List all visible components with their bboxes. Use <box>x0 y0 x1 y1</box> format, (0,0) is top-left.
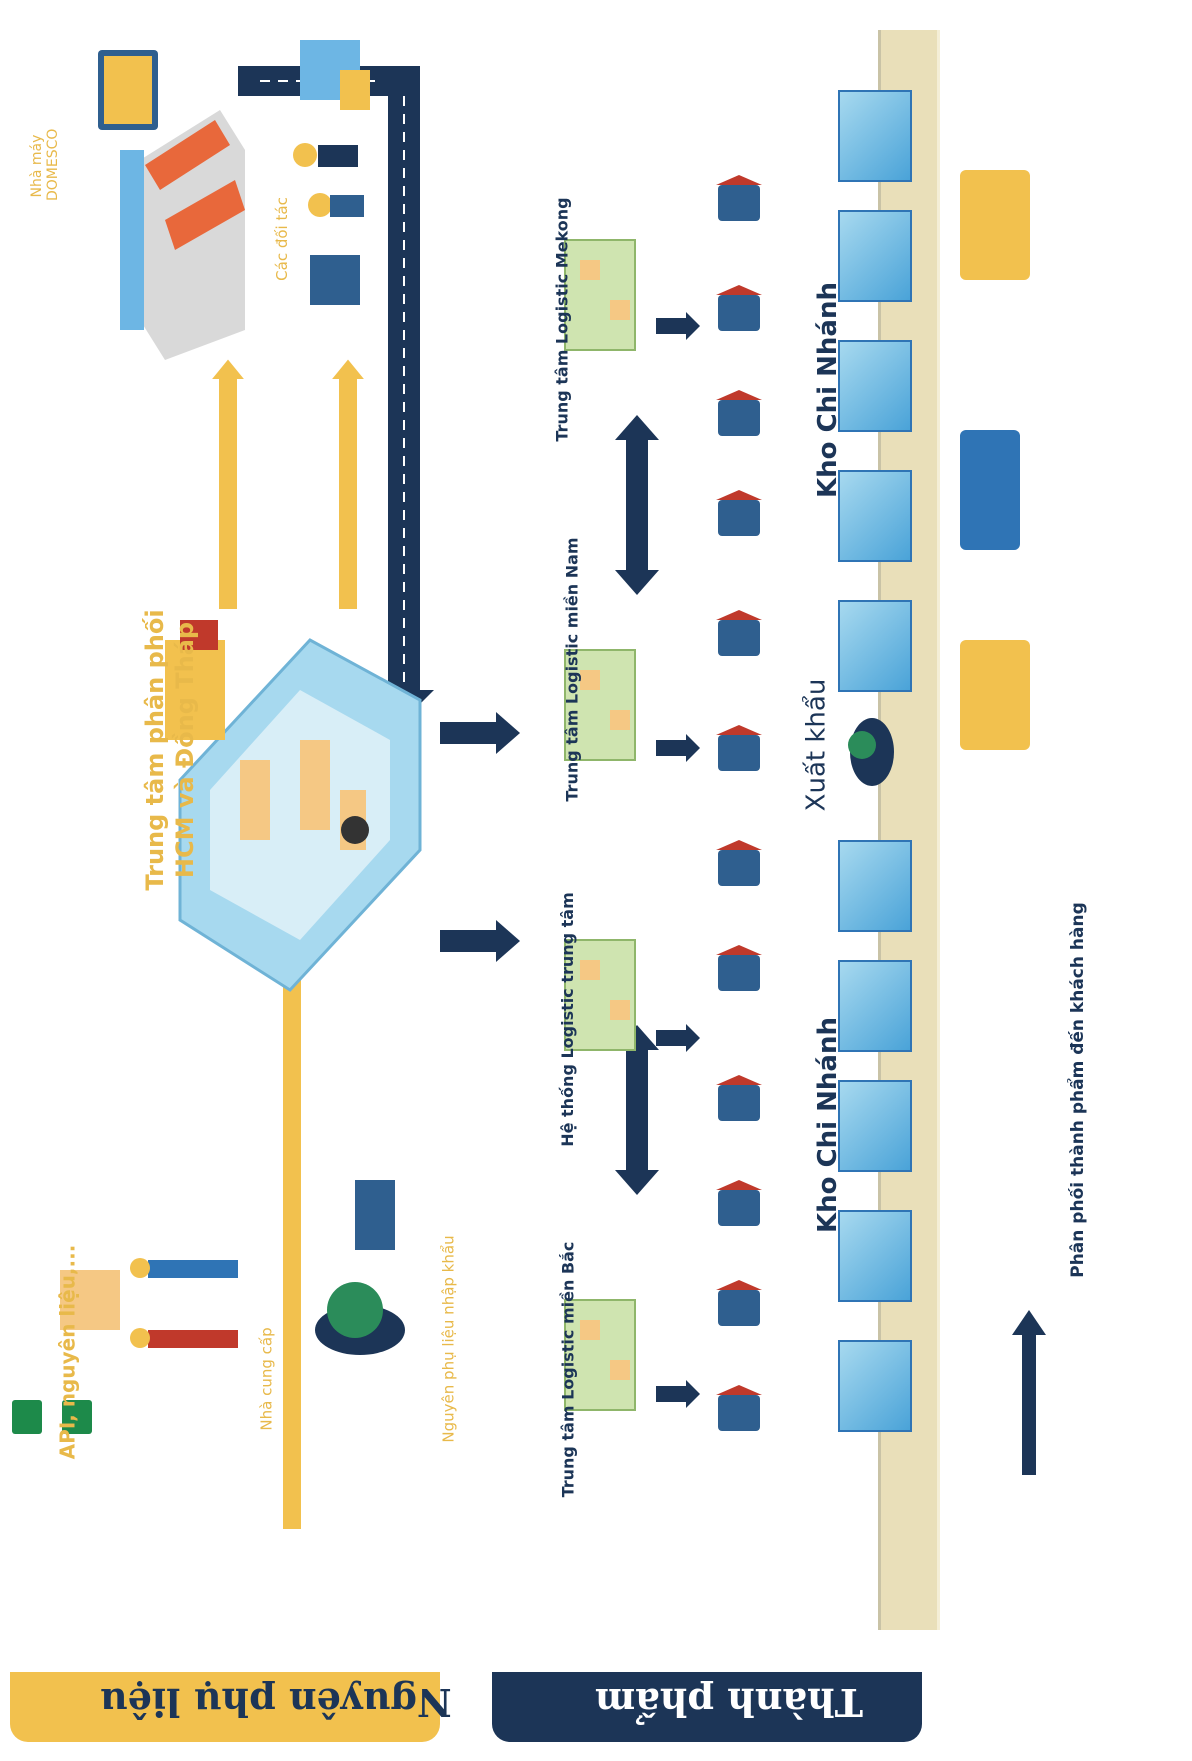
navy-arrow-right-1 <box>440 712 520 754</box>
store-icon <box>838 840 912 932</box>
navy-arrow-double-1 <box>615 1025 659 1195</box>
label-branch-2: Kho Chi Nhánh <box>812 282 843 498</box>
logistic-shelves <box>564 239 636 1411</box>
label-factory: Nhà máy DOMESCO <box>29 128 61 201</box>
small-arrows <box>656 312 700 1408</box>
hub-truck <box>165 620 225 740</box>
hub-warehouse <box>178 638 422 992</box>
label-central: Hệ thống Logistic trung tâm <box>557 892 577 1147</box>
truck-icon <box>716 175 762 221</box>
factory-building <box>120 110 245 360</box>
supplier-figures <box>12 1258 238 1434</box>
truck-icon <box>716 610 762 656</box>
store-icon <box>838 470 912 562</box>
navy-arrow-double-2 <box>615 415 659 595</box>
customer-arrow <box>1012 1310 1046 1475</box>
store-icon <box>838 1210 912 1302</box>
factory-top-icon <box>98 50 158 130</box>
navy-arrow-right-2 <box>440 920 520 962</box>
truck-icon <box>716 490 762 536</box>
label-distribution: Phân phối thành phẩm đến khách hàng <box>1067 902 1088 1278</box>
gold-arrow-1 <box>207 356 249 611</box>
store-icon <box>838 1080 912 1172</box>
label-partners: Các đối tác <box>272 197 291 281</box>
truck-icon <box>716 390 762 436</box>
label-hub-text: Trung tâm phân phối HCM và Đồng Tháp <box>141 609 199 891</box>
store-icon <box>838 960 912 1052</box>
export-ship <box>848 718 894 786</box>
label-export: Xuất khẩu <box>801 678 832 812</box>
truck-icon <box>716 840 762 886</box>
label-south: Trung tâm Logistic miền Nam <box>562 537 582 802</box>
navy-route <box>238 66 434 720</box>
label-api-materials: API, nguyên liệu,... <box>55 1244 80 1460</box>
store-icon <box>838 600 912 692</box>
label-imported: Nguyên phụ liệu nhập khẩu <box>439 1235 458 1443</box>
store-icon <box>838 210 912 302</box>
label-mekong: Trung tâm Logistic Mekong <box>552 197 572 442</box>
store-icon <box>838 1340 912 1432</box>
store-icon <box>838 90 912 182</box>
truck-icon <box>716 1280 762 1326</box>
tab-finished <box>492 1672 922 1742</box>
truck-icon <box>716 1180 762 1226</box>
label-branch-1: Kho Chi Nhánh <box>812 1017 843 1233</box>
label-hub: Trung tâm phân phối HCM và Đồng Tháp <box>140 600 200 900</box>
truck-icon <box>716 725 762 771</box>
logistic-boxes <box>580 260 630 1380</box>
tab-materials <box>10 1672 440 1742</box>
import-ship-plane <box>315 1180 405 1355</box>
truck-icon <box>716 285 762 331</box>
truck-icon <box>716 1385 762 1431</box>
label-factory-text: Nhà máy DOMESCO <box>29 128 61 201</box>
gold-arrow-2 <box>327 356 369 611</box>
truck-icon <box>716 1075 762 1121</box>
truck-icon <box>716 945 762 991</box>
store-icon <box>838 340 912 432</box>
label-suppliers: Nhà cung cấp <box>257 1327 276 1431</box>
customer-icons <box>960 170 1030 750</box>
label-north: Trung tâm Logistic miền Bắc <box>558 1241 578 1498</box>
partners-figures <box>293 40 370 305</box>
